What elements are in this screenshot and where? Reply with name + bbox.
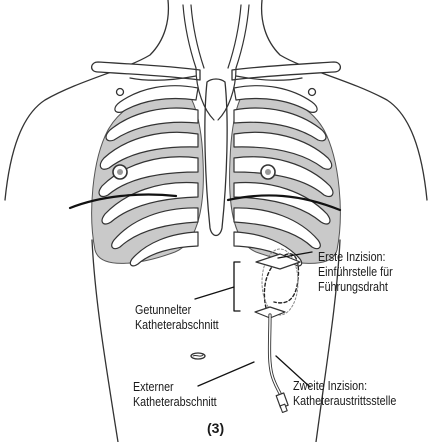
navel	[191, 353, 205, 359]
label-first-incision-title: Erste Inzision:	[318, 250, 386, 264]
label-external-2: Katheterabschnitt	[133, 395, 217, 409]
shoulder-node-left	[309, 89, 316, 96]
label-second-incision-desc: Katheteraustrittsstelle	[293, 394, 396, 408]
clavicles	[92, 62, 341, 80]
sternum	[205, 79, 227, 236]
label-external-1: Externer	[133, 380, 174, 394]
label-tunneled-2: Katheterabschnitt	[135, 318, 219, 332]
label-first-incision-desc-1: Einführstelle für	[318, 265, 393, 279]
leader-tunneled	[195, 287, 234, 299]
shoulder-node-right	[117, 89, 124, 96]
bracket-tunneled	[234, 262, 240, 311]
figure-number: (3)	[207, 420, 224, 436]
label-tunneled-1: Getunnelter	[135, 303, 191, 317]
label-second-incision-title: Zweite Inzision:	[293, 379, 367, 393]
label-first-incision-desc-2: Führungsdraht	[318, 280, 388, 294]
leader-external	[198, 362, 254, 386]
